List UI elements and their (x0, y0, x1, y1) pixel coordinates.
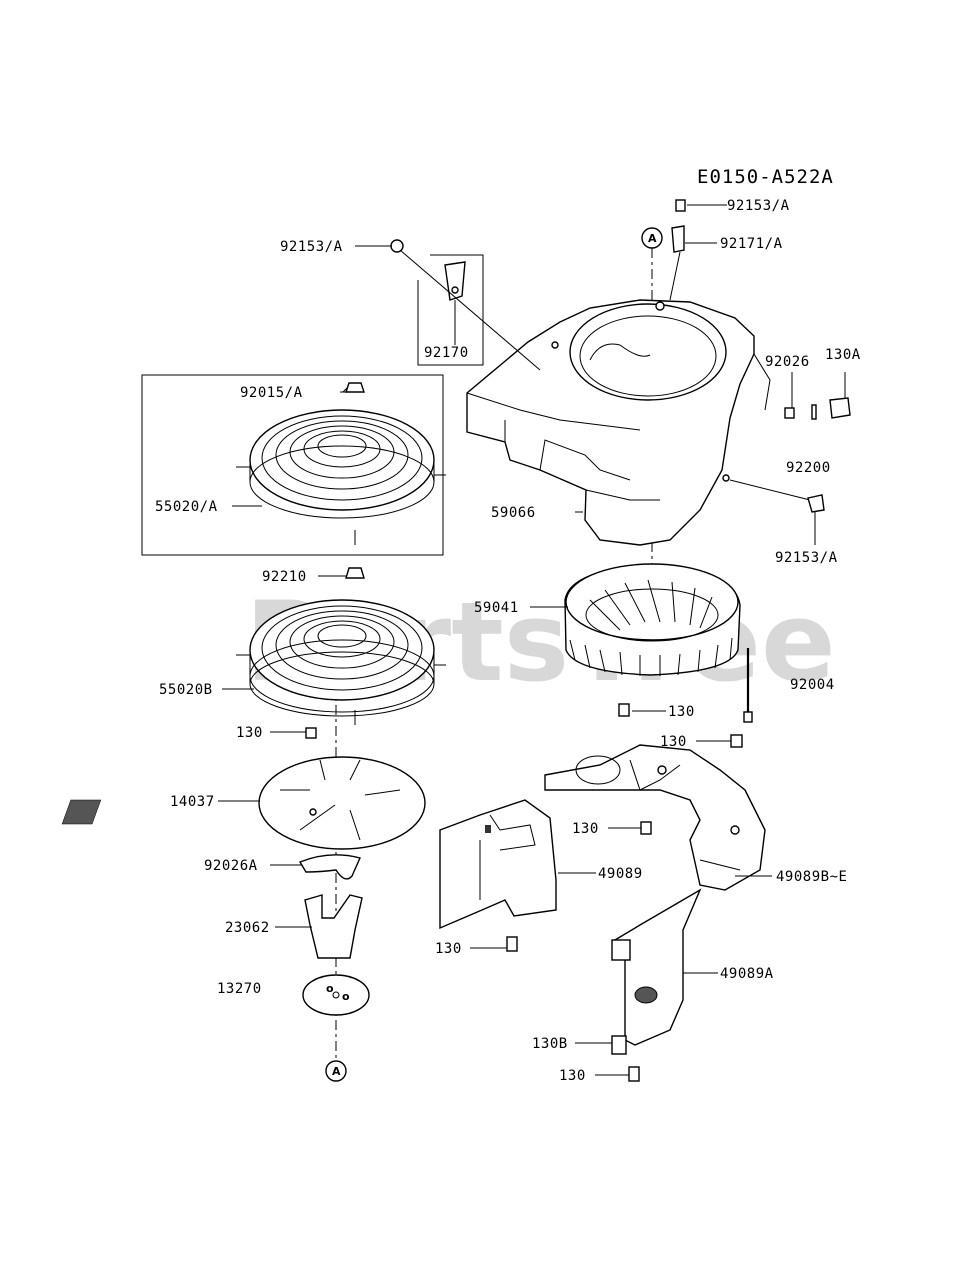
label-92171a: 92171/A (720, 236, 783, 252)
spacer-92026 (784, 407, 795, 419)
bolt-130-plate (305, 727, 317, 739)
label-59041: 59041 (474, 600, 519, 616)
label-13270: 13270 (217, 981, 262, 997)
label-55020b: 55020B (159, 682, 213, 698)
bolt-130a (829, 397, 851, 419)
bracket-92026a (298, 854, 361, 880)
label-130-fan: 130 (668, 704, 695, 720)
stud-92004 (743, 648, 753, 723)
bolt-130-2 (730, 734, 743, 748)
label-130a: 130A (825, 347, 861, 363)
label-92200: 92200 (786, 460, 831, 476)
label-130-baffle: 130 (660, 734, 687, 750)
label-92004: 92004 (790, 677, 835, 693)
bracket-23062 (304, 894, 363, 959)
label-130-mid: 130 (572, 821, 599, 837)
bolt-130b (611, 1035, 627, 1055)
baffle-49089be (544, 744, 766, 891)
blower-housing (466, 299, 771, 546)
label-49089a: 49089A (720, 966, 774, 982)
screen-55020a-box (141, 374, 444, 556)
svg-text:A: A (648, 232, 657, 245)
label-130-plate: 130 (236, 725, 263, 741)
label-92153a-right: 92153/A (775, 550, 838, 566)
label-49089be: 49089B~E (776, 869, 847, 885)
svg-text:A: A (332, 1065, 341, 1078)
label-23062: 23062 (225, 920, 270, 936)
bolt-130-1 (618, 703, 630, 717)
label-130-bottom: 130 (559, 1068, 586, 1084)
ref-marker-top: A (641, 227, 663, 249)
ref-marker-bottom: A (325, 1060, 347, 1082)
label-130b: 130B (532, 1036, 568, 1052)
svg-text:o: o (342, 990, 350, 1003)
screw-92153a-right (807, 494, 825, 513)
fan-59041 (564, 563, 741, 676)
label-59066: 59066 (491, 505, 536, 521)
label-92153a-top: 92153/A (727, 198, 790, 214)
bolt-130-4 (506, 936, 518, 952)
bolt-130-5 (628, 1066, 640, 1082)
nut-92015a (345, 382, 365, 393)
label-92210: 92210 (262, 569, 307, 585)
diagram-code: E0150-A522A (697, 166, 834, 188)
plate-14037 (61, 756, 426, 850)
nut-92210 (345, 567, 365, 579)
label-55020a: 55020/A (155, 499, 218, 515)
bracket-92170 (417, 254, 484, 366)
screen-55020a (236, 409, 446, 545)
baffle-49089 (439, 799, 557, 930)
baffle-49089a (611, 888, 702, 1046)
label-130-lower: 130 (435, 941, 462, 957)
label-92015a: 92015/A (240, 385, 303, 401)
clamp-92171a (669, 199, 686, 301)
label-92026: 92026 (765, 354, 810, 370)
label-49089: 49089 (598, 866, 643, 882)
screen-55020b (236, 599, 446, 725)
label-92026a: 92026A (204, 858, 258, 874)
svg-text:o: o (326, 982, 334, 995)
label-14037: 14037 (170, 794, 215, 810)
disc-13270: o o (302, 974, 370, 1016)
screw-92153a-left (390, 239, 404, 253)
bolt-130-3 (640, 821, 652, 835)
label-92170: 92170 (424, 345, 469, 361)
label-92153a-left: 92153/A (280, 239, 343, 255)
